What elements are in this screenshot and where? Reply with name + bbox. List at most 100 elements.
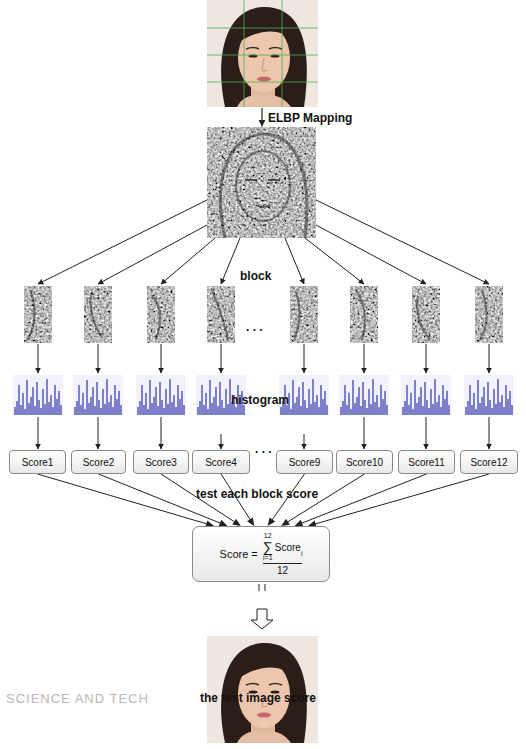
score-box: Score10 bbox=[336, 450, 393, 474]
box-content: Score11 bbox=[408, 457, 445, 468]
histogram-arrows-part bbox=[221, 344, 222, 373]
score-arrows-part bbox=[426, 417, 427, 449]
formula-box: Score =12∑i=1Scorei12 bbox=[192, 526, 330, 582]
score-box: Score11 bbox=[398, 450, 455, 474]
block-arrows-part bbox=[316, 200, 489, 284]
block-images-part bbox=[475, 286, 503, 343]
histogram-arrows-part bbox=[304, 344, 305, 373]
score-arrows-part bbox=[364, 417, 365, 449]
score-label: Score4 bbox=[205, 457, 237, 468]
result-arrow-part bbox=[259, 584, 265, 591]
score-label: Score1 bbox=[22, 457, 54, 468]
score-arrows-part bbox=[304, 434, 305, 449]
box-content: Score =12∑i=1Scorei12 bbox=[220, 532, 303, 575]
connector bbox=[308, 474, 489, 527]
sum-upper-limit: 12 bbox=[264, 532, 272, 540]
score-label: Score12 bbox=[470, 457, 507, 468]
elbp-image bbox=[207, 127, 316, 238]
result-arrow bbox=[251, 584, 273, 629]
score-label: Score10 bbox=[346, 457, 383, 468]
mapping-arrow bbox=[261, 108, 262, 126]
score-box: Score1 bbox=[9, 450, 66, 474]
result-arrow-part bbox=[251, 609, 273, 629]
arrow-head bbox=[268, 517, 275, 526]
box-content: Score10 bbox=[346, 457, 383, 468]
step-label: test each block score bbox=[196, 487, 526, 501]
input-face-photo bbox=[207, 0, 318, 107]
elbp-image-part bbox=[207, 127, 316, 238]
histogram-arrows-part bbox=[426, 344, 427, 373]
step-label: block bbox=[240, 269, 526, 283]
score-index: i bbox=[301, 550, 303, 558]
score-arrows-part bbox=[221, 434, 222, 449]
connector-line bbox=[301, 474, 426, 523]
score-arrows-part bbox=[489, 417, 490, 449]
score-label: Score9 bbox=[289, 457, 321, 468]
elbp-image-part bbox=[236, 151, 290, 221]
histogram-arrows-part bbox=[38, 344, 39, 373]
elbp-image-part bbox=[245, 180, 280, 207]
fraction-bar bbox=[263, 563, 303, 564]
score-box: Score12 bbox=[460, 450, 518, 474]
score-label: Score2 bbox=[83, 457, 115, 468]
formula-lhs: Score = bbox=[220, 548, 258, 560]
block-arrows-part bbox=[316, 225, 426, 284]
histogram-arrows-part bbox=[161, 344, 162, 373]
histogram-plots-part bbox=[401, 375, 451, 415]
fraction: 12∑i=1Scorei12 bbox=[263, 532, 303, 575]
sum-lower-limit: i=1 bbox=[263, 554, 273, 562]
score-label: Score11 bbox=[408, 457, 445, 468]
block-arrows-part bbox=[38, 200, 207, 284]
connector-line bbox=[38, 474, 208, 524]
score-box: Score9 bbox=[276, 450, 333, 474]
histogram-plots-part bbox=[339, 375, 389, 415]
score-term: Score bbox=[275, 542, 301, 553]
numerator: 12∑i=1Scorei bbox=[263, 532, 303, 561]
histogram-arrows-part bbox=[98, 344, 99, 373]
box-content: Score2 bbox=[83, 457, 115, 468]
denominator: 12 bbox=[277, 565, 288, 576]
arrow-head bbox=[247, 517, 254, 526]
histogram-arrows-part bbox=[489, 344, 490, 373]
score-box: Score4 bbox=[192, 450, 250, 474]
block-arrows-part bbox=[305, 238, 364, 284]
score-arrows-part bbox=[161, 417, 162, 449]
block-arrows-part bbox=[98, 225, 207, 284]
block-images-part bbox=[24, 286, 52, 343]
histogram-arrows-part bbox=[364, 344, 365, 373]
histogram-plots-part bbox=[73, 375, 123, 415]
score-box: Score3 bbox=[133, 450, 189, 474]
block-arrows-part bbox=[285, 238, 304, 284]
histogram-arrows bbox=[38, 344, 489, 373]
block-arrows-part bbox=[161, 238, 215, 284]
block-images bbox=[24, 286, 503, 343]
ellipsis: . . . bbox=[246, 320, 526, 334]
score-arrows-part bbox=[98, 417, 99, 449]
input-face-photo-part bbox=[207, 0, 318, 107]
connector bbox=[38, 474, 215, 527]
step-label: the test image score bbox=[200, 691, 526, 705]
summation: 12∑i=1 bbox=[263, 532, 273, 561]
watermark: SCIENCE AND TECH bbox=[6, 692, 526, 706]
sum-symbol: ∑ bbox=[263, 540, 273, 554]
step-label: ELBP Mapping bbox=[268, 111, 526, 125]
block-images-part bbox=[84, 286, 112, 343]
connector-line bbox=[315, 474, 489, 524]
output-face-photo bbox=[207, 636, 318, 743]
box-content: Score3 bbox=[145, 457, 177, 468]
score-box: Score2 bbox=[71, 450, 126, 474]
elbp-image-part bbox=[220, 134, 306, 238]
output-face-photo-part bbox=[207, 636, 318, 743]
histogram-plots-part bbox=[13, 375, 63, 415]
box-content: Score1 bbox=[22, 457, 54, 468]
input-face-photo-part bbox=[207, 0, 318, 107]
step-label: histogram bbox=[231, 393, 526, 407]
score-label: Score3 bbox=[145, 457, 177, 468]
histogram-plots-part bbox=[136, 375, 186, 415]
arrow-head bbox=[232, 519, 241, 526]
box-content: Score12 bbox=[470, 457, 507, 468]
score-arrows-part bbox=[38, 417, 39, 449]
